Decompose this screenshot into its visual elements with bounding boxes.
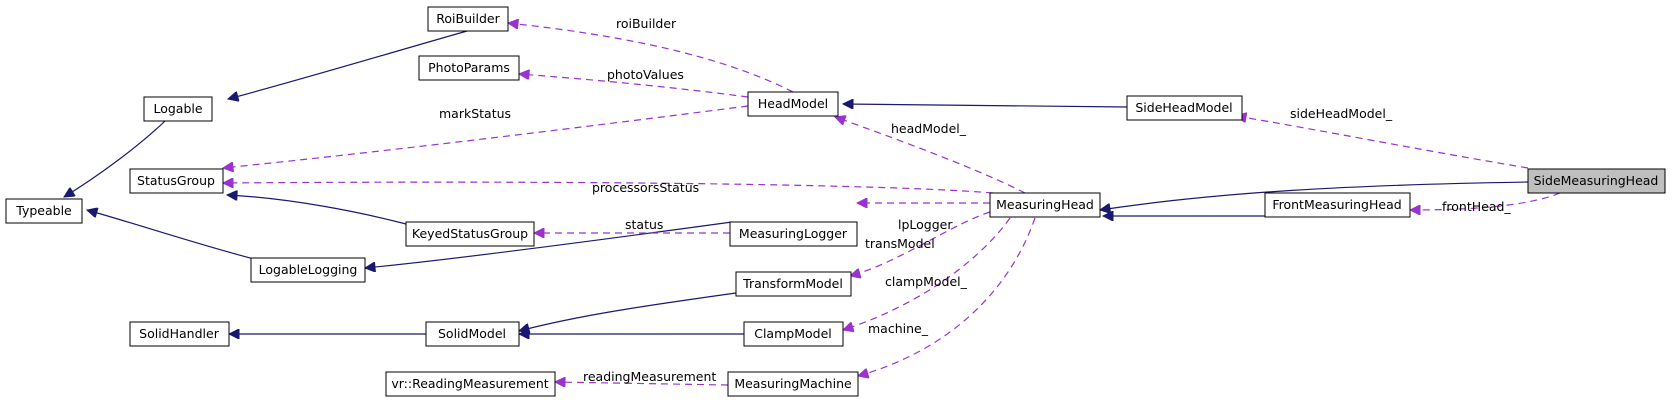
- node-logablelogging-label: LogableLogging: [259, 262, 358, 277]
- edge-label-headmodel: headModel_: [891, 121, 967, 136]
- node-logablelogging[interactable]: LogableLogging: [250, 257, 366, 283]
- edge-typeable-to-logablelogging: [87, 210, 255, 260]
- node-measuringmachine[interactable]: MeasuringMachine: [727, 371, 859, 397]
- edge-label-processorsstatus: processorsStatus: [592, 180, 699, 195]
- edge-label-transmodel: transModel: [865, 236, 935, 251]
- node-frontmeasuringhead-label: FrontMeasuringHead: [1272, 197, 1401, 212]
- edge-sideheadmodel-usage: [1236, 116, 1529, 169]
- node-frontmeasuringhead[interactable]: FrontMeasuringHead: [1264, 192, 1411, 218]
- node-headmodel-label: HeadModel: [758, 96, 828, 111]
- edge-label-readingmeasurement: readingMeasurement: [583, 369, 716, 384]
- edge-readingmeasurement-usage: [555, 382, 729, 385]
- edge-label-status: status: [625, 217, 663, 232]
- edge-typeable-to-logable: [64, 120, 166, 197]
- node-logable[interactable]: Logable: [143, 96, 213, 122]
- node-typeable[interactable]: Typeable: [5, 198, 83, 224]
- node-logable-label: Logable: [153, 101, 202, 116]
- edge-label-markstatus: markStatus: [439, 106, 511, 121]
- edge-label-fronthead: frontHead_: [1442, 199, 1511, 214]
- node-typeable-label: Typeable: [15, 203, 72, 218]
- edge-label-lplogger: lpLogger: [898, 217, 953, 232]
- edge-logable-to-roibuilder: [228, 30, 468, 99]
- edge-label-clampmodel: clampModel_: [885, 274, 968, 289]
- edge-label-roibuilder: roiBuilder: [616, 16, 677, 31]
- node-roibuilder[interactable]: RoiBuilder: [427, 6, 509, 32]
- node-sideheadmodel-label: SideHeadModel: [1135, 100, 1232, 115]
- edge-statusgroup-to-keyedstatusgroup: [227, 195, 407, 225]
- node-readingmeasurement-label: vr::ReadingMeasurement: [391, 376, 548, 391]
- node-headmodel[interactable]: HeadModel: [747, 91, 839, 117]
- edge-photoparams-usage: [519, 74, 749, 98]
- node-transformmodel-label: TransformModel: [742, 276, 843, 291]
- node-photoparams-label: PhotoParams: [428, 60, 510, 75]
- node-sideheadmodel[interactable]: SideHeadModel: [1126, 95, 1243, 121]
- node-readingmeasurement[interactable]: vr::ReadingMeasurement: [385, 371, 556, 397]
- node-sidemeasuringhead-label: SideMeasuringHead: [1534, 173, 1659, 188]
- node-keyedstatusgroup-label: KeyedStatusGroup: [412, 226, 528, 241]
- inheritance-edges: [64, 30, 1529, 334]
- node-measuringmachine-label: MeasuringMachine: [734, 376, 852, 391]
- node-solidmodel-label: SolidModel: [438, 326, 506, 341]
- node-solidhandler[interactable]: SolidHandler: [129, 321, 230, 347]
- node-measuringlogger-label: MeasuringLogger: [739, 226, 848, 241]
- class-nodes: RoiBuilder PhotoParams Logable StatusGro…: [5, 6, 1666, 397]
- edge-label-sideheadmodel: sideHeadModel_: [1290, 106, 1393, 121]
- node-sidemeasuringhead[interactable]: SideMeasuringHead: [1527, 168, 1666, 194]
- node-statusgroup-label: StatusGroup: [137, 173, 215, 188]
- edge-markstatus-usage: [223, 105, 749, 168]
- edge-labels: roiBuilder photoValues markStatus headMo…: [439, 16, 1511, 384]
- node-clampmodel[interactable]: ClampModel: [743, 321, 844, 347]
- edge-headmodel-to-sideheadmodel: [843, 104, 1128, 107]
- edge-roibuilder-usage: [508, 23, 794, 93]
- node-measuringhead-label: MeasuringHead: [996, 197, 1094, 212]
- edge-label-machine: machine_: [868, 321, 929, 336]
- node-measuringhead[interactable]: MeasuringHead: [989, 192, 1101, 218]
- node-solidhandler-label: SolidHandler: [139, 326, 220, 341]
- edge-processorsstatus-usage: [223, 182, 994, 194]
- node-keyedstatusgroup[interactable]: KeyedStatusGroup: [405, 221, 535, 247]
- node-transformmodel[interactable]: TransformModel: [735, 271, 852, 297]
- node-solidmodel[interactable]: SolidModel: [425, 321, 520, 347]
- usage-edges: [223, 23, 1561, 385]
- edge-transmodel-usage: [850, 211, 991, 276]
- node-statusgroup[interactable]: StatusGroup: [129, 168, 224, 194]
- edge-measuringhead-to-sidemeasuringhead: [1100, 181, 1529, 210]
- edge-solidmodel-to-transformmodel: [519, 292, 737, 331]
- edge-machine-usage: [858, 217, 1036, 376]
- edge-fronthead-usage: [1410, 192, 1561, 210]
- edge-label-photovalues: photoValues: [607, 67, 684, 82]
- node-roibuilder-label: RoiBuilder: [436, 11, 500, 26]
- node-clampmodel-label: ClampModel: [754, 326, 832, 341]
- edge-logablelogging-to-measuringlogger: [365, 221, 733, 268]
- node-measuringlogger[interactable]: MeasuringLogger: [729, 221, 858, 247]
- edge-clampmodel-usage: [843, 217, 1011, 330]
- node-photoparams[interactable]: PhotoParams: [418, 55, 520, 81]
